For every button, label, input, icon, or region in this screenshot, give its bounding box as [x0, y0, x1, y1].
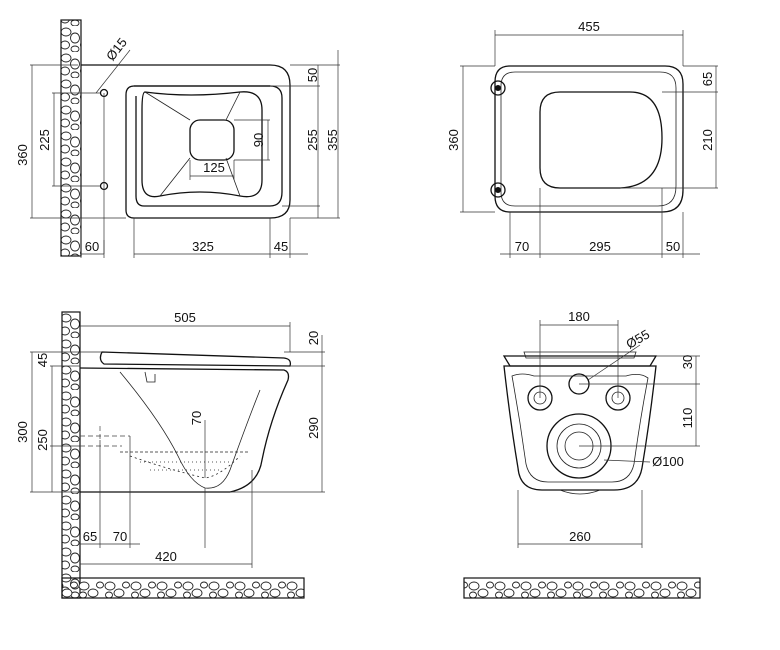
wall-section-top: [60, 19, 82, 257]
outlet-rect-top: [189, 119, 235, 161]
bowl-profile: [79, 367, 290, 493]
top-total-height-dim: 355: [325, 129, 340, 151]
wall-section-side: [61, 311, 81, 599]
side-view: [30, 311, 325, 599]
hinge-bottom: [490, 182, 506, 198]
top-view: [30, 19, 340, 258]
side-water-depth-dim: 70: [189, 411, 204, 425]
seat-front-dim: 50: [666, 239, 680, 254]
rear-view: [463, 320, 701, 599]
side-top-dim: 45: [35, 353, 50, 367]
side-body-height-dim: 290: [306, 417, 321, 439]
top-offset-dim: 50: [305, 68, 320, 82]
top-wall-offset-dim: 60: [85, 239, 99, 254]
seat-opening: [539, 91, 663, 189]
top-front-dim: 45: [274, 239, 288, 254]
top-width-dim: 360: [15, 144, 30, 166]
floor-section-side: [61, 577, 305, 599]
seat-height-inner-dim: 210: [700, 129, 715, 151]
rear-width-dim: 260: [569, 529, 591, 544]
floor-section-rear: [463, 577, 701, 599]
seat-view: [460, 30, 718, 258]
rear-center-dim: 110: [680, 408, 695, 429]
seat-length-dim: 295: [589, 239, 611, 254]
seat-outline: [494, 65, 684, 213]
top-bolt-span-dim: 225: [37, 129, 52, 151]
top-hole-dim: Ø15: [103, 35, 130, 64]
side-height-dim: 300: [15, 421, 30, 443]
bowl-inner-top: [141, 91, 263, 198]
seat-total-length-dim: 455: [578, 19, 600, 34]
rear-outlet-dia-dim: Ø100: [652, 454, 684, 469]
seat-profile: [99, 351, 292, 367]
top-inner-height-dim: 90: [251, 133, 266, 147]
seat-top-gap-dim: 65: [700, 72, 715, 86]
hinge-top: [490, 80, 506, 96]
side-seat-thickness-dim: 20: [306, 331, 321, 345]
bowl-rear-outline: [503, 365, 657, 491]
seat-rear-dim: 70: [515, 239, 529, 254]
rear-inlet-dim: Ø55: [623, 326, 652, 351]
rear-top-dim: 30: [680, 355, 695, 369]
top-bowl-height-dim: 255: [305, 129, 320, 151]
rear-span-dim: 180: [568, 309, 590, 324]
seat-rear: [502, 355, 658, 367]
side-outlet-height-dim: 250: [35, 429, 50, 451]
side-outlet-dim: 70: [113, 529, 127, 544]
top-inner-width-dim: 125: [203, 160, 225, 175]
top-length-dim: 325: [192, 239, 214, 254]
side-length-dim: 505: [174, 310, 196, 325]
side-wall-gap-dim: 65: [83, 529, 97, 544]
side-depth-dim: 420: [155, 549, 177, 564]
seat-height-dim: 360: [446, 129, 461, 151]
bowl-outline-top: [81, 64, 291, 219]
